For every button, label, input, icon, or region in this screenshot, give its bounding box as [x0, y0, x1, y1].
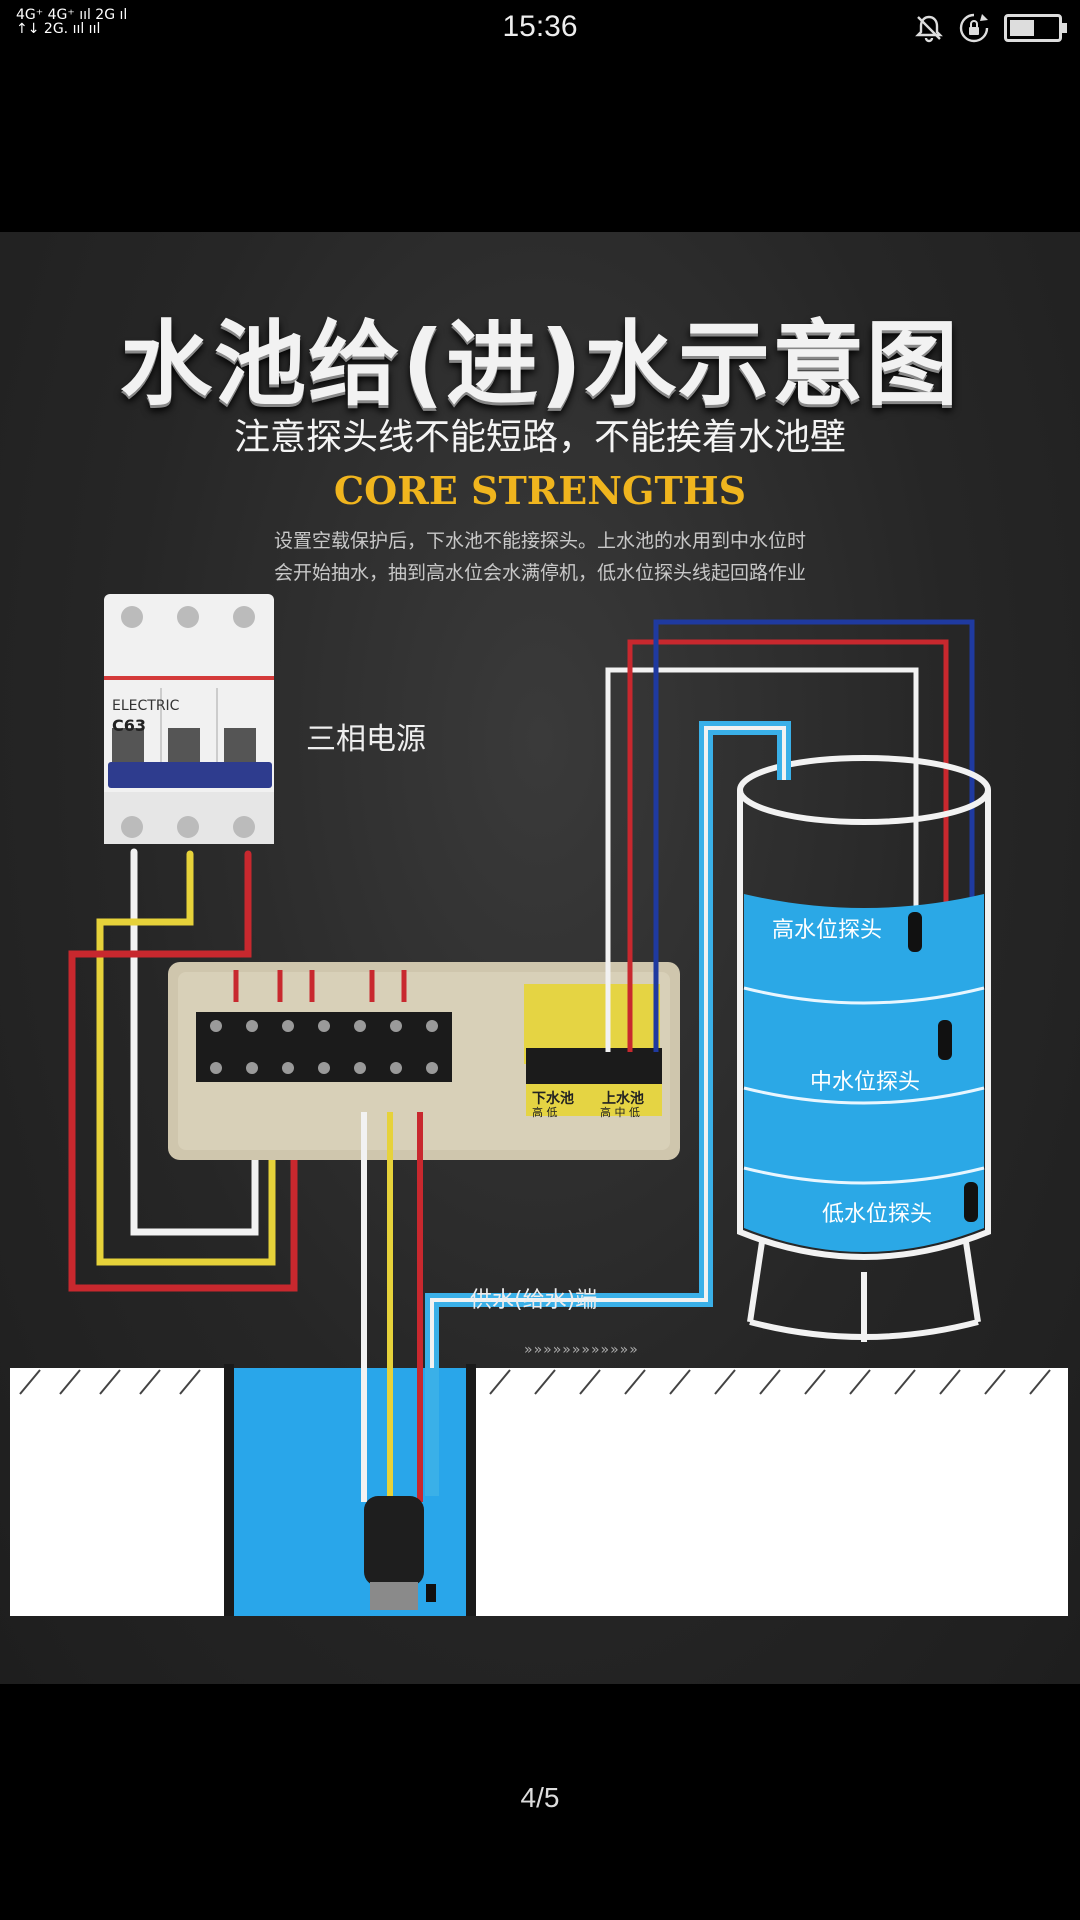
- diagram-drawing: [10, 594, 1068, 1616]
- clock: 15:36: [502, 10, 578, 43]
- supply-end-label: 供水(给水)端: [470, 1288, 598, 1313]
- circuit-breaker: [104, 594, 274, 844]
- core-strengths-heading: CORE STRENGTHS: [333, 468, 747, 513]
- wire-white-probe: [605, 667, 919, 1052]
- rotation-lock-icon: [959, 13, 989, 43]
- breaker-model: C63: [112, 716, 147, 735]
- wire-white-left: [130, 848, 259, 1236]
- network-indicators: 4G⁺ 4G⁺ ııl 2G ıl ↑↓ 2G. ııl ııl: [16, 8, 127, 36]
- description-line-1: 设置空载保护后，下水池不能接探头。上水池的水用到中水位时: [273, 530, 806, 552]
- description-line-2: 会开始抽水，抽到高水位会水满停机，低水位探头线起回路作业: [273, 562, 806, 584]
- status-bar: 4G⁺ 4G⁺ ııl 2G ıl ↑↓ 2G. ııl ııl 15:36: [0, 0, 1080, 56]
- high-level-probe-label: 高水位探头: [772, 918, 883, 943]
- network-line-2: ↑↓ 2G. ııl ııl: [16, 21, 101, 37]
- wire-red-probe: [627, 639, 949, 1052]
- network-line-1: 4G⁺ 4G⁺ ııl 2G ıl: [16, 7, 128, 23]
- terminal-lower-marks: 高 低: [532, 1106, 558, 1119]
- wire-red-left: [68, 850, 298, 1292]
- wire-yellow-left: [96, 850, 276, 1266]
- terminal-upper-pool-label: 上水池: [602, 1091, 644, 1107]
- mid-level-probe-label: 中水位探头: [810, 1070, 921, 1095]
- diagram-title: 水池给(进)水示意图: [119, 311, 961, 418]
- battery-icon: [1004, 14, 1067, 42]
- submersible-pump: [364, 1496, 436, 1610]
- control-box: [168, 962, 680, 1160]
- low-level-probe-label: 低水位探头: [822, 1202, 933, 1227]
- ground-right: [472, 1368, 1068, 1616]
- terminal-upper-marks: 高 中 低: [600, 1106, 640, 1119]
- bell-muted-icon: [915, 15, 943, 43]
- diagram-image[interactable]: 水池给(进)水示意图 注意探头线不能短路，不能挨着水池壁 CORE STRENG…: [0, 232, 1080, 1684]
- diagram-subtitle: 注意探头线不能短路，不能挨着水池壁: [233, 417, 846, 458]
- power-label: 三相电源: [306, 722, 426, 757]
- water-tank: [737, 755, 991, 1342]
- status-icons: [914, 12, 1067, 44]
- flow-arrows: »»»»»»»»»»»»: [524, 1342, 639, 1358]
- terminal-lower-pool-label: 下水池: [532, 1091, 574, 1107]
- breaker-brand: ELECTRIC: [112, 698, 180, 714]
- ground-left: [10, 1368, 228, 1616]
- page-indicator: 4/5: [520, 1782, 560, 1813]
- ground-hatching: [19, 1369, 1051, 1395]
